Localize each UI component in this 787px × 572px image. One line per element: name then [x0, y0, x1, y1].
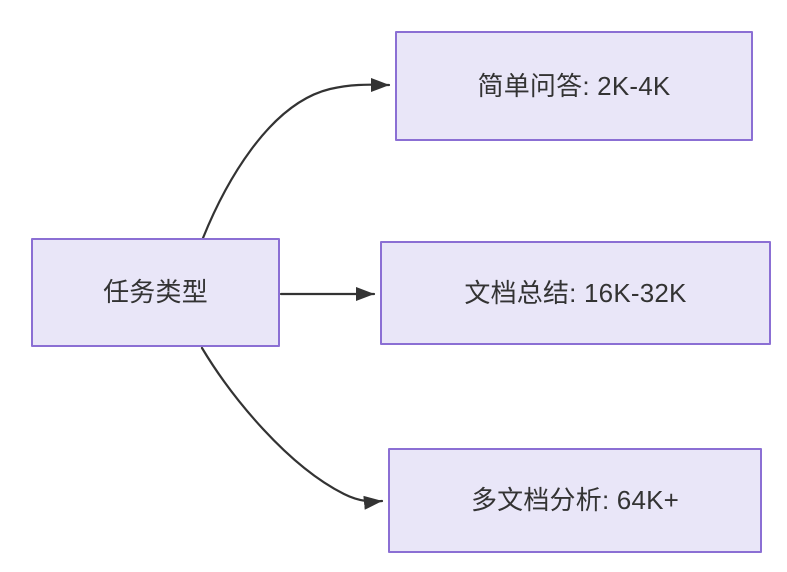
- node-multi-doc[interactable]: 多文档分析: 64K+: [388, 448, 762, 553]
- node-doc-summary-label: 文档总结: 16K-32K: [464, 277, 687, 308]
- node-simple-qa-label: 简单问答: 2K-4K: [477, 70, 671, 101]
- node-doc-summary[interactable]: 文档总结: 16K-32K: [380, 241, 771, 345]
- edge-root-to-multi-doc: [200, 346, 384, 510]
- node-task-type[interactable]: 任务类型: [31, 238, 280, 347]
- node-multi-doc-label: 多文档分析: 64K+: [470, 485, 680, 516]
- edge-root-to-simple-qa: [201, 77, 391, 240]
- node-task-type-label: 任务类型: [103, 277, 208, 308]
- node-simple-qa[interactable]: 简单问答: 2K-4K: [395, 31, 753, 141]
